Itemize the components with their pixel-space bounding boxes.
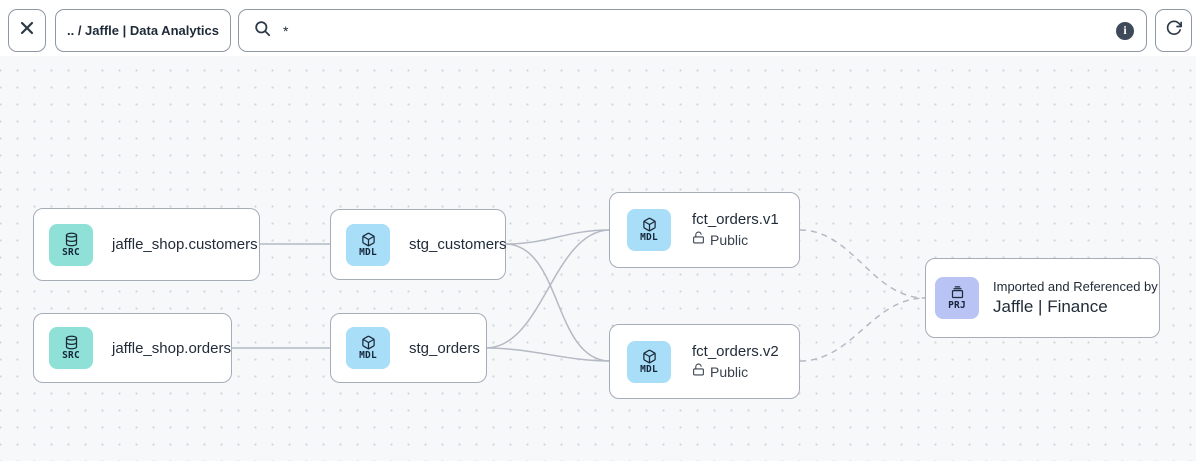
source-tile: SRC (49, 327, 93, 369)
refresh-icon (1165, 19, 1183, 42)
access-row: Public (692, 231, 779, 249)
project-tile: PRJ (935, 277, 979, 319)
node-badge: SRC (62, 350, 80, 361)
source-tile: SRC (49, 223, 93, 266)
model-tile: MDL (346, 327, 390, 369)
node-title: jaffle_shop.customers (112, 236, 258, 253)
info-icon[interactable]: i (1116, 21, 1134, 40)
breadcrumb[interactable]: .. / Jaffle | Data Analytics (55, 9, 231, 52)
cube-icon (642, 349, 657, 364)
search-input[interactable] (283, 22, 1105, 39)
breadcrumb-label: .. / Jaffle | Data Analytics (67, 23, 219, 38)
model-tile: MDL (627, 340, 671, 383)
node-title: stg_orders (409, 339, 480, 357)
node-badge: MDL (359, 350, 377, 361)
graph-node-fct-orders-v1[interactable]: MDL fct_orders.v1 Public (609, 192, 800, 268)
node-badge: PRJ (948, 300, 966, 311)
graph-node-fct-orders-v2[interactable]: MDL fct_orders.v2 Public (609, 324, 800, 399)
database-icon (64, 335, 79, 350)
node-badge: MDL (640, 232, 658, 243)
model-tile: MDL (627, 209, 671, 251)
access-label: Public (710, 363, 749, 380)
graph-node-project-jaffle-finance[interactable]: PRJ Imported and Referenced by Jaffle | … (925, 258, 1160, 338)
close-button[interactable] (8, 9, 46, 52)
unlock-icon (692, 231, 705, 249)
node-title: Jaffle | Finance (993, 297, 1108, 316)
cube-icon (361, 232, 376, 247)
cube-icon (361, 335, 376, 350)
access-row: Public (692, 363, 779, 381)
search-box[interactable]: i (238, 9, 1147, 52)
node-badge: MDL (359, 246, 377, 258)
node-caption: Imported and Referenced by (993, 279, 1158, 294)
node-title: fct_orders.v2 (692, 342, 779, 360)
search-icon (253, 19, 272, 43)
access-label: Public (710, 232, 749, 248)
node-badge: MDL (640, 363, 658, 375)
model-tile: MDL (346, 223, 390, 266)
database-icon (64, 232, 79, 247)
graph-node-stg-orders[interactable]: MDL stg_orders (330, 313, 487, 383)
node-title: fct_orders.v1 (692, 211, 779, 228)
cube-icon (642, 217, 657, 232)
close-icon (20, 21, 34, 40)
node-title: jaffle_shop.orders (112, 339, 231, 357)
node-title: stg_customers (409, 236, 507, 253)
archive-icon (950, 285, 965, 300)
refresh-button[interactable] (1155, 9, 1192, 52)
unlock-icon (692, 363, 705, 381)
graph-node-src-orders[interactable]: SRC jaffle_shop.orders (33, 313, 232, 383)
graph-node-stg-customers[interactable]: MDL stg_customers (330, 209, 507, 280)
graph-node-src-customers[interactable]: SRC jaffle_shop.customers (33, 208, 260, 281)
node-badge: SRC (62, 246, 80, 258)
